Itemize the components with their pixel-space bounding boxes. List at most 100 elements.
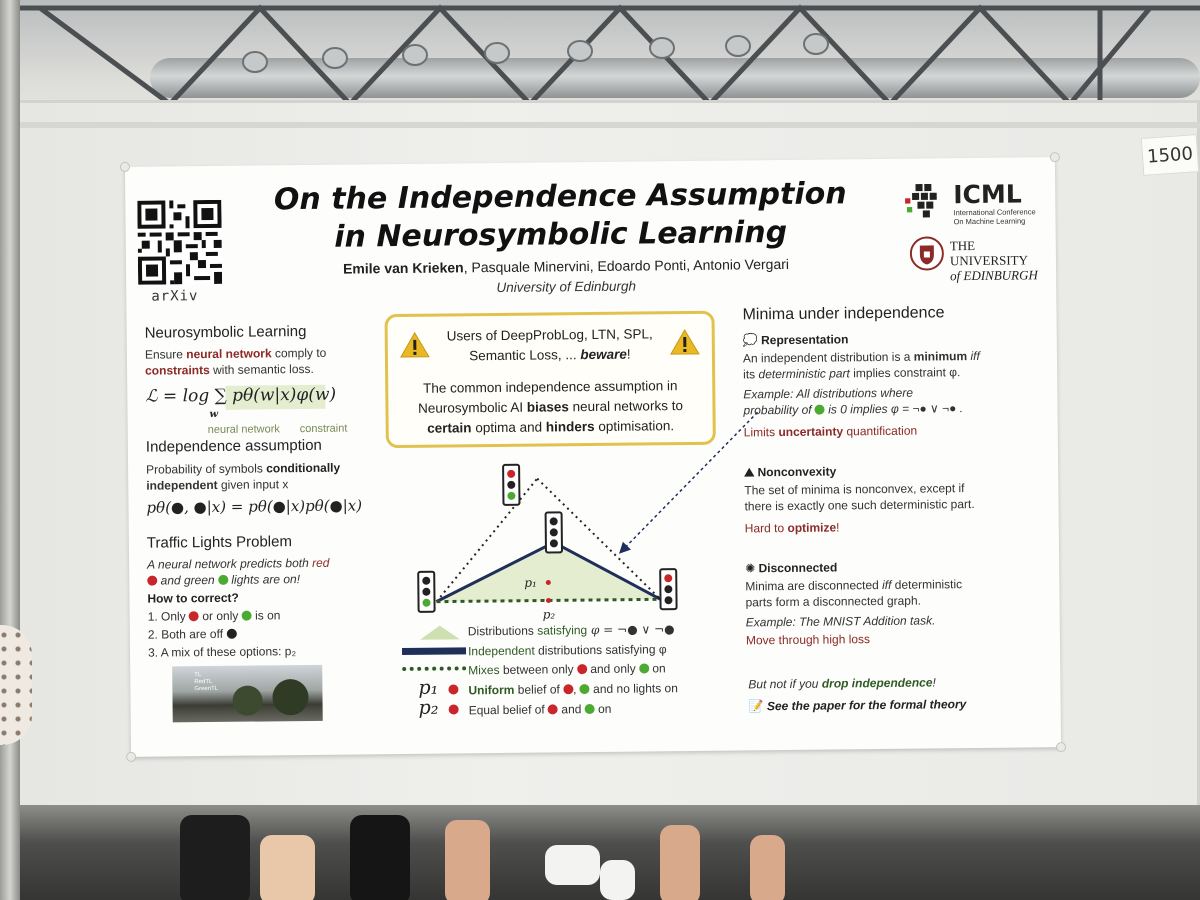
text: Semantic Loss, ...: [469, 347, 581, 364]
poster-title: On the Independence Assumption in Neuros…: [220, 175, 901, 258]
text: or only: [198, 608, 242, 624]
text: 2. Both are off: [147, 626, 227, 642]
green-light-icon: [638, 663, 650, 674]
photo-label: GreenTL: [194, 685, 219, 693]
semantic-loss-formula: ℒ = log ∑ pθ(w|x)φ(w): [145, 384, 337, 407]
text: deterministic: [891, 577, 963, 592]
text: its: [743, 367, 759, 382]
see-paper: 📝 See the paper for the formal theory: [749, 696, 967, 714]
text: quantification: [843, 423, 918, 439]
green-light-icon: [579, 684, 590, 695]
chat-bubble-icon: 💭: [742, 333, 762, 348]
text: neural network: [186, 346, 272, 362]
how-to-correct: How to correct?: [147, 590, 239, 606]
satisfying-region: [436, 542, 661, 602]
legend-dotted-icon: [402, 666, 467, 672]
icml-name: ICML: [953, 179, 1022, 210]
network-icon: ✺: [745, 561, 759, 576]
text: Uniform: [468, 682, 515, 698]
label-p1: p₁: [524, 576, 537, 590]
icml-subtitle-line2: On Machine Learning: [953, 216, 1026, 227]
arxiv-logo: arXiv: [151, 288, 199, 305]
text: distributions satisfying φ: [534, 642, 667, 658]
pointer-arrow: [619, 411, 759, 554]
independent-edge: [435, 541, 555, 603]
nonconvex-hard: Hard to optimize!: [745, 519, 840, 536]
legend-p2-symbol: p₂: [418, 696, 439, 719]
point-p2: [545, 597, 551, 603]
text: conditionally: [266, 460, 341, 476]
text: Limits: [743, 425, 779, 440]
neurosymbolic-text-2: constraints with semantic loss.: [145, 361, 314, 379]
pin: [119, 161, 130, 172]
icml-subtitle: International Conference On Machine Lear…: [953, 207, 1053, 226]
red-light-icon: [147, 575, 158, 586]
disconnected-example: Example: The MNIST Addition task.: [745, 613, 936, 630]
warning-line-2: Semantic Loss, ... beware!: [388, 344, 712, 367]
representation-example-1: Example: All distributions where: [743, 385, 914, 402]
mountain-icon: ⛰: [744, 465, 758, 480]
independent-edge: [553, 541, 662, 601]
pin: [126, 751, 137, 762]
text: is 0 implies φ = ¬● ∨ ¬● .: [824, 401, 964, 417]
representation-limit: Limits uncertainty quantification: [744, 423, 918, 441]
tree: [232, 685, 263, 716]
text: Independent: [467, 643, 535, 659]
memo-icon: 📝: [748, 699, 767, 714]
text: !: [932, 675, 936, 690]
text: !: [626, 346, 631, 362]
subheading-nonconvexity: ⛰ Nonconvexity: [744, 463, 836, 480]
text: and: [557, 702, 585, 717]
traffic-text-2: and green lights are on!: [147, 571, 300, 589]
traffic-light-icon: [502, 463, 521, 506]
text: hinders: [545, 418, 595, 435]
text: Representation: [760, 332, 849, 348]
text: comply to: [271, 345, 327, 361]
warning-icon: [400, 331, 430, 358]
green-light-icon: [241, 610, 252, 621]
visitor-arm: [0, 625, 32, 745]
text: minimum: [913, 349, 968, 364]
red-dot-icon: [448, 704, 459, 715]
visitor-leg: [750, 835, 785, 900]
board-rail: [15, 122, 1200, 128]
text: and no lights on: [589, 681, 678, 697]
diagram-legend: Distributions satisfying φ = ¬● ∨ ¬● Ind…: [125, 157, 1055, 719]
disconnected-move: Move through high loss: [745, 632, 871, 648]
legend-line-icon: [401, 647, 467, 656]
warning-icon: [670, 329, 700, 355]
text: independent: [146, 477, 218, 493]
text: uncertainty: [778, 424, 844, 440]
pin: [1049, 152, 1060, 163]
qr-code[interactable]: [137, 199, 223, 285]
text: certain: [427, 420, 472, 436]
traffic-text-1: A neural network predicts both red: [147, 555, 329, 573]
text: on: [648, 661, 666, 676]
visitor-leg: [445, 820, 490, 900]
text: Minima are: [745, 578, 809, 594]
nonconvex-text-2: there is exactly one such deterministic …: [744, 497, 975, 514]
correction-option-2: 2. Both are off: [148, 626, 237, 643]
text: Equal belief of: [468, 702, 549, 718]
edinburgh-crest-icon: [909, 236, 944, 271]
legend-row-5: Equal belief of and on: [469, 701, 612, 718]
poster: arXiv On the Independence Assumption in …: [119, 152, 1067, 762]
text: Ensure: [144, 347, 187, 362]
label-constraint: constraint: [299, 422, 348, 436]
disconnected-text-2: parts form a disconnected graph.: [745, 593, 922, 610]
text: iff: [967, 348, 980, 364]
text: Disconnected: [758, 560, 838, 576]
text: satisfying: [537, 623, 588, 638]
floor: [0, 805, 1200, 900]
text: biases: [526, 399, 569, 415]
first-author: Emile van Krieken: [342, 259, 464, 277]
author-list: Emile van Krieken, Pasquale Minervini, E…: [226, 255, 906, 278]
traffic-light-icon: [544, 511, 563, 554]
text: Mixes: [468, 662, 500, 678]
text: 1. Only: [147, 609, 190, 624]
text: is on: [251, 608, 281, 623]
text: Distributions: [467, 623, 538, 639]
title-line-1: On the Independence Assumption: [273, 176, 847, 218]
booth-number-tag: 1500: [1140, 134, 1200, 176]
point-p1: [545, 579, 551, 585]
